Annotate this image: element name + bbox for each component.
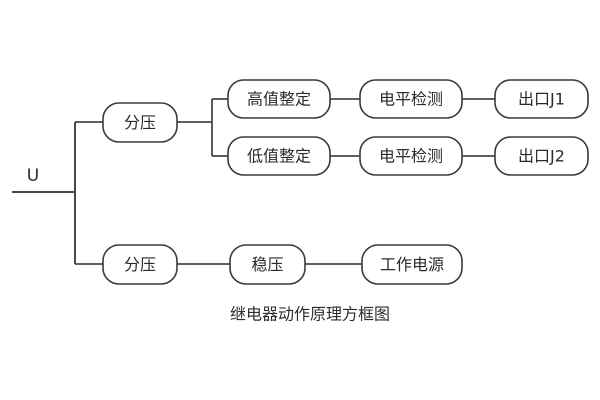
node-level-detect-1[interactable]: 电平检测	[359, 79, 463, 119]
node-label-regulator: 稳压	[251, 255, 283, 274]
node-high-set[interactable]: 高值整定	[227, 79, 331, 119]
node-level-detect-2[interactable]: 电平检测	[359, 136, 463, 176]
node-box-divider-top	[102, 102, 178, 143]
node-label-high-set: 高值整定	[247, 90, 311, 109]
node-box-low-set	[227, 136, 331, 176]
node-label-power-supply: 工作电源	[380, 255, 444, 274]
node-box-level-detect-1	[359, 79, 463, 119]
node-box-output-j1	[494, 79, 589, 119]
node-box-high-set	[227, 79, 331, 119]
node-divider-top[interactable]: 分压	[102, 102, 178, 143]
connector-layer	[12, 98, 495, 265]
node-label-output-j1: 出口J1	[518, 90, 565, 109]
diagram-caption: 继电器动作原理方框图	[230, 305, 390, 324]
node-output-j2[interactable]: 出口J2	[494, 136, 589, 176]
node-label-divider-bottom: 分压	[124, 255, 156, 274]
node-label-output-j2: 出口J2	[518, 147, 565, 166]
node-layer: 分压高值整定低值整定电平检测电平检测出口J1出口J2分压稳压工作电源	[102, 79, 589, 285]
node-label-level-detect-1: 电平检测	[379, 90, 443, 109]
node-divider-bottom[interactable]: 分压	[102, 244, 178, 285]
node-low-set[interactable]: 低值整定	[227, 136, 331, 176]
node-box-output-j2	[494, 136, 589, 176]
node-label-divider-top: 分压	[124, 113, 156, 132]
node-label-level-detect-2: 电平检测	[379, 147, 443, 166]
node-power-supply[interactable]: 工作电源	[361, 244, 463, 285]
node-label-low-set: 低值整定	[247, 147, 311, 166]
node-regulator[interactable]: 稳压	[229, 244, 306, 285]
node-box-divider-bottom	[102, 244, 178, 285]
node-box-regulator	[229, 244, 306, 285]
node-box-level-detect-2	[359, 136, 463, 176]
node-box-power-supply	[361, 244, 463, 285]
input-signal-u-label: U	[27, 166, 39, 186]
node-output-j1[interactable]: 出口J1	[494, 79, 589, 119]
